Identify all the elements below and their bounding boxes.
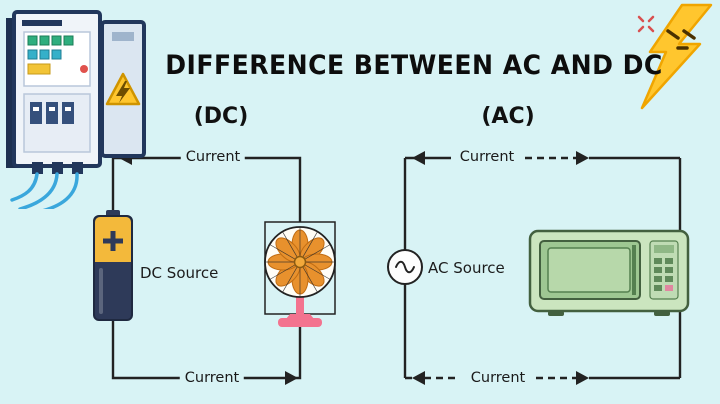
angry-eyes	[666, 29, 696, 50]
ac-top-left-arrow	[412, 151, 425, 165]
fan-hub	[293, 255, 307, 269]
dc-bottom-current-arrow	[285, 371, 298, 385]
microwave-handle	[632, 245, 636, 295]
anger-vein-mark	[637, 15, 655, 33]
ac-top-current-label: Current	[454, 149, 520, 165]
fan-base	[278, 318, 322, 327]
panel-breakers	[30, 102, 74, 124]
panel-indicator-lights	[27, 35, 88, 75]
battery-icon	[92, 210, 134, 322]
ac-bottom-current-label: Current	[465, 370, 531, 386]
dc-bottom-current-label: Current	[179, 370, 245, 386]
ac-section-label: (AC)	[481, 104, 535, 129]
fan-neck	[296, 297, 304, 315]
microwave-window	[547, 247, 631, 293]
fan-icon	[262, 218, 338, 330]
warning-triangle-icon	[105, 72, 141, 106]
page-title: DIFFERENCE BETWEEN AC AND DC	[165, 50, 663, 81]
angry-lightning-bolt-icon	[632, 2, 718, 112]
ac-sine-wave	[395, 260, 415, 274]
microwave-control-panel	[649, 240, 679, 300]
electrical-panel-icon	[2, 4, 152, 209]
dc-section-label: (DC)	[193, 104, 249, 129]
panel-cables	[10, 172, 79, 209]
fan-stand	[286, 314, 314, 319]
panel-terminals	[32, 162, 83, 174]
microwave-icon	[528, 228, 690, 318]
ac-source-label: AC Source	[428, 259, 505, 277]
lightning-bolt-shape	[640, 3, 713, 110]
microwave-display	[654, 245, 674, 253]
microwave-foot-left	[548, 311, 564, 316]
microwave-buttons	[654, 258, 673, 291]
ac-bottom-right-arrow	[576, 371, 589, 385]
dc-top-current-label: Current	[180, 149, 246, 165]
ac-bottom-left-arrow	[412, 371, 425, 385]
battery-plus-sign	[103, 231, 123, 251]
microwave-foot-right	[654, 311, 670, 316]
ac-top-right-arrow	[576, 151, 589, 165]
ac-sine-source-icon	[385, 247, 425, 287]
dc-source-label: DC Source	[140, 264, 219, 282]
